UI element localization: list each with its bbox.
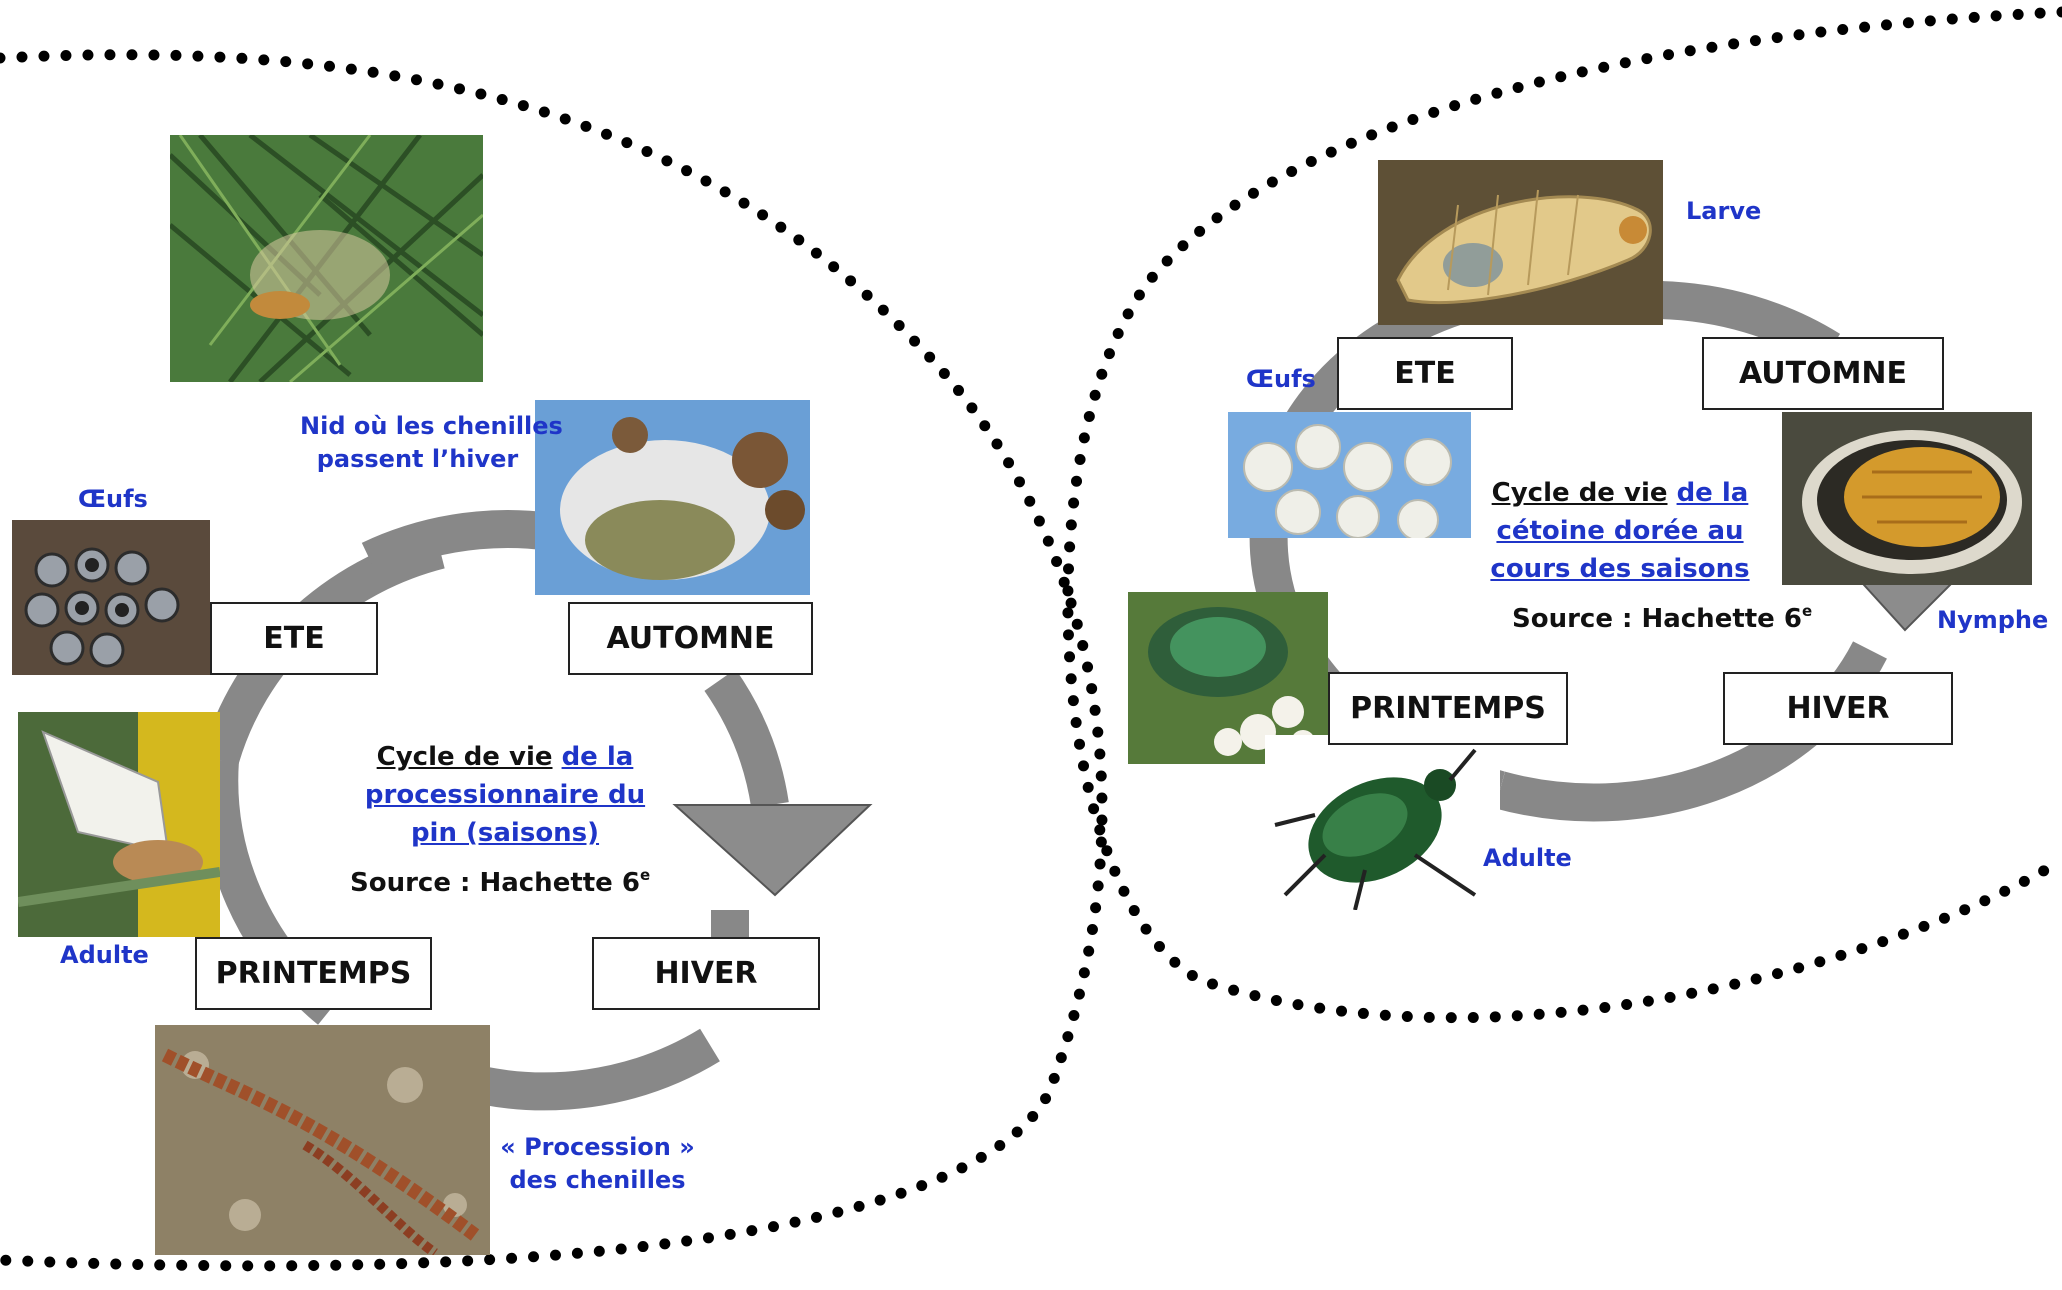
- left-title-line3: pin (saisons): [410, 818, 600, 848]
- left-season-automne: AUTOMNE: [568, 602, 813, 675]
- right-season-hiver: HIVER: [1723, 672, 1953, 745]
- right-eggs-photo: [1228, 412, 1471, 538]
- right-label-nymphe: Nymphe: [1937, 606, 2049, 634]
- right-title-part2: de la: [1676, 478, 1749, 508]
- winter-nest-photo: [535, 400, 810, 595]
- right-source-sup: e: [1801, 602, 1813, 620]
- nymph-photo: [1782, 412, 2032, 585]
- left-label-adulte: Adulte: [60, 941, 149, 969]
- right-label-adulte: Adulte: [1483, 844, 1572, 872]
- left-season-hiver: HIVER: [592, 937, 820, 1010]
- left-eggs-photo: [12, 520, 210, 675]
- left-source: Source : Hachette 6e: [350, 866, 651, 898]
- left-title-part1: Cycle de vie: [376, 742, 553, 772]
- left-season-ete: ETE: [210, 602, 378, 675]
- right-source: Source : Hachette 6e: [1512, 602, 1813, 634]
- right-season-printemps: PRINTEMPS: [1328, 672, 1568, 745]
- right-title-line2: cétoine dorée au: [1496, 516, 1744, 546]
- left-label-procession-line1: « Procession »: [500, 1133, 695, 1161]
- right-label-larve: Larve: [1686, 197, 1762, 225]
- right-title-line3: cours des saisons: [1490, 554, 1750, 584]
- left-dotted-boundary: [0, 49, 1108, 1272]
- left-source-sup: e: [639, 866, 651, 884]
- pine-nest-photo: [170, 135, 483, 382]
- left-label-procession: « Procession » des chenilles: [500, 1131, 695, 1197]
- left-season-printemps: PRINTEMPS: [195, 937, 432, 1010]
- left-title-part2: de la: [561, 742, 634, 772]
- right-dotted-boundary: [1062, 6, 2062, 1024]
- left-adult-moth-photo: [18, 712, 220, 937]
- left-title-line2: processionnaire du: [364, 780, 646, 810]
- left-source-text: Source : Hachette 6: [350, 868, 640, 898]
- caterpillar-procession-photo: [155, 1025, 490, 1255]
- left-label-nid: Nid où les chenilles passent l’hiver: [300, 410, 563, 476]
- right-season-ete: ETE: [1337, 337, 1513, 410]
- left-cycle-title: Cycle de vie de la processionnaire du pi…: [340, 738, 670, 852]
- right-season-automne: AUTOMNE: [1702, 337, 1944, 410]
- right-cycle-title: Cycle de vie de la cétoine dorée au cour…: [1455, 474, 1785, 588]
- right-title-part1: Cycle de vie: [1491, 478, 1668, 508]
- adult-beetle-photo: [1265, 735, 1500, 910]
- left-cycle-arrowhead: [672, 804, 873, 897]
- left-label-nid-line1: Nid où les chenilles: [300, 412, 563, 440]
- larva-photo: [1378, 160, 1663, 325]
- right-label-oeufs: Œufs: [1246, 365, 1316, 393]
- right-source-text: Source : Hachette 6: [1512, 604, 1802, 634]
- left-label-procession-line2: des chenilles: [509, 1166, 686, 1194]
- left-label-oeufs: Œufs: [78, 485, 148, 513]
- left-label-nid-line2: passent l’hiver: [316, 445, 519, 473]
